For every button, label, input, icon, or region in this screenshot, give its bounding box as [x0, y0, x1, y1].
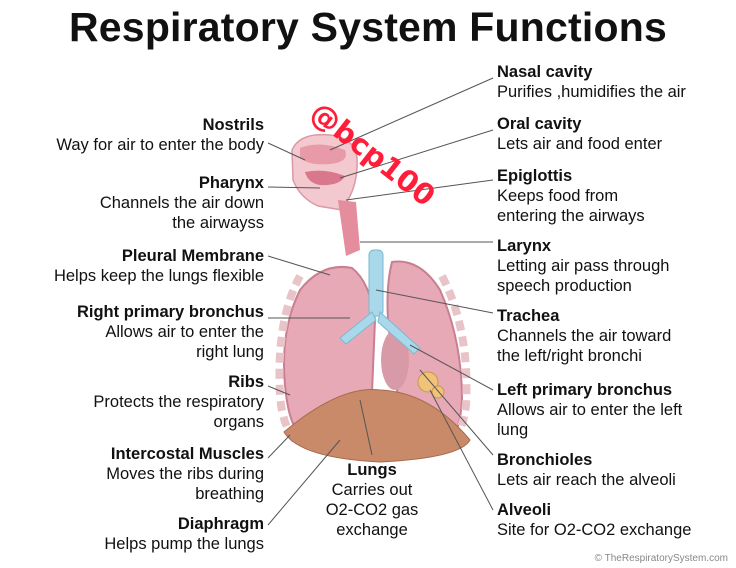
leader-lungs: [359, 399, 373, 456]
rbronchus-desc-1: Allows air to enter the: [105, 323, 264, 341]
pharynx-desc-2: the airwayss: [172, 214, 264, 232]
ribs-desc-1: Protects the respiratory: [93, 393, 264, 411]
label-nostrils: Nostrils Way for air to enter the body: [56, 115, 264, 155]
leader-oral: [339, 129, 494, 179]
leader-epiglottis: [345, 179, 494, 201]
epiglottis-name: Epiglottis: [497, 167, 573, 185]
label-pharynx: Pharynx Channels the air down the airway…: [100, 173, 264, 233]
lungs-desc-3: exchange: [336, 521, 408, 539]
pleural-desc: Helps keep the lungs flexible: [53, 267, 264, 285]
label-bronchioles: Bronchioles Lets air reach the alveoli: [497, 450, 676, 490]
oral-name: Oral cavity: [497, 115, 582, 133]
rbronchus-name: Right primary bronchus: [76, 303, 264, 321]
larynx-name: Larynx: [497, 237, 552, 255]
nostrils-desc: Way for air to enter the body: [56, 136, 264, 154]
lbronchus-name: Left primary bronchus: [497, 381, 673, 399]
page-title: Respiratory System Functions: [69, 4, 667, 50]
alveoli-cluster: [417, 371, 439, 393]
larynx-shape: [338, 200, 360, 256]
larynx-desc-2: speech production: [497, 277, 632, 295]
pharynx-name: Pharynx: [198, 174, 264, 192]
leader-lines: [267, 77, 494, 526]
trachea-desc-1: Channels the air toward: [497, 327, 672, 345]
leader-pharynx: [267, 186, 321, 189]
leader-nasal: [329, 77, 494, 151]
leader-bronchioles: [419, 369, 494, 456]
epiglottis-desc-2: entering the airways: [497, 207, 645, 225]
alveoli-desc: Site for O2-CO2 exchange: [497, 521, 692, 539]
rbronchus-desc-2: right lung: [196, 343, 264, 361]
leader-left-bronchus: [409, 344, 494, 391]
nasal-desc: Purifies ,humidifies the air: [497, 83, 686, 101]
trachea-desc-2: the left/right bronchi: [497, 347, 642, 365]
copyright-notice: © TheRespiratorySystem.com: [594, 553, 728, 564]
larynx-desc-1: Letting air pass through: [497, 257, 670, 275]
label-right-bronchus: Right primary bronchus Allows air to ent…: [77, 302, 264, 362]
bronchioles-name: Bronchioles: [497, 451, 593, 469]
lungs-name: Lungs: [347, 461, 397, 479]
lungs-desc-2: O2-CO2 gas: [325, 501, 419, 519]
leader-ribs: [267, 385, 291, 396]
label-epiglottis: Epiglottis Keeps food from entering the …: [497, 166, 645, 226]
label-pleural-membrane: Pleural Membrane Helps keep the lungs fl…: [54, 246, 264, 286]
leader-alveoli: [429, 389, 494, 511]
leader-nostrils: [267, 142, 306, 161]
trachea-shape: [368, 249, 384, 317]
label-trachea: Trachea Channels the air toward the left…: [497, 306, 671, 366]
bronchus-left-shape: [377, 311, 421, 355]
alveoli-name: Alveoli: [497, 501, 552, 519]
intercostal-desc-1: Moves the ribs during: [106, 465, 264, 483]
label-ribs: Ribs Protects the respiratory organs: [93, 372, 264, 432]
leader-diaphragm: [267, 439, 341, 526]
lungs-desc-1: Carries out: [331, 481, 413, 499]
label-nasal-cavity: Nasal cavity Purifies ,humidifies the ai…: [497, 62, 686, 102]
pleural-name: Pleural Membrane: [121, 247, 264, 265]
oral-desc: Lets air and food enter: [497, 135, 663, 153]
intercostal-desc-2: breathing: [195, 485, 264, 503]
label-diaphragm: Diaphragm Helps pump the lungs: [104, 514, 264, 554]
diaphragm-name: Diaphragm: [177, 515, 264, 533]
leader-intercostal: [267, 434, 291, 459]
label-oral-cavity: Oral cavity Lets air and food enter: [497, 114, 662, 154]
lbronchus-desc-2: lung: [497, 421, 529, 439]
nostrils-name: Nostrils: [202, 116, 264, 134]
leader-trachea: [375, 289, 494, 314]
bronchioles-desc: Lets air reach the alveoli: [497, 471, 676, 489]
epiglottis-desc-1: Keeps food from: [497, 187, 619, 205]
ribs-name: Ribs: [228, 373, 264, 391]
label-alveoli: Alveoli Site for O2-CO2 exchange: [497, 500, 691, 540]
trachea-name: Trachea: [497, 307, 560, 325]
heart-notch: [381, 330, 409, 390]
label-intercostal: Intercostal Muscles Moves the ribs durin…: [106, 444, 264, 504]
pharynx-desc-1: Channels the air down: [99, 194, 264, 212]
leader-pleural: [267, 255, 331, 276]
lbronchus-desc-1: Allows air to enter the left: [497, 401, 683, 419]
label-larynx: Larynx Letting air pass through speech p…: [497, 236, 669, 296]
oral-cavity-shape: [305, 170, 345, 186]
label-lungs: Lungs Carries out O2-CO2 gas exchange: [322, 460, 422, 540]
intercostal-name: Intercostal Muscles: [110, 445, 264, 463]
diaphragm-shape: [283, 389, 471, 463]
ribs-desc-2: organs: [213, 413, 264, 431]
bronchus-right-shape: [339, 311, 377, 345]
diaphragm-desc: Helps pump the lungs: [104, 535, 264, 553]
nasal-name: Nasal cavity: [497, 63, 593, 81]
nasal-cavity-shape: [300, 144, 346, 165]
label-left-bronchus: Left primary bronchus Allows air to ente…: [497, 380, 682, 440]
